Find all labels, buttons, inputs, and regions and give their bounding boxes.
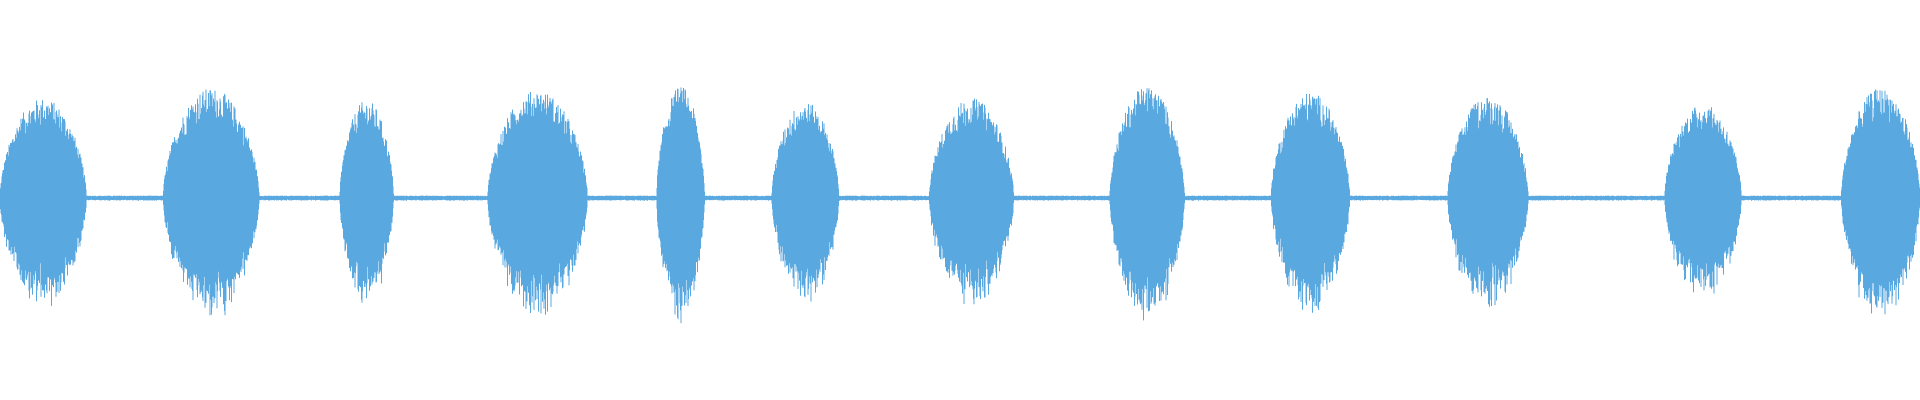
- waveform-path: [0, 87, 1920, 324]
